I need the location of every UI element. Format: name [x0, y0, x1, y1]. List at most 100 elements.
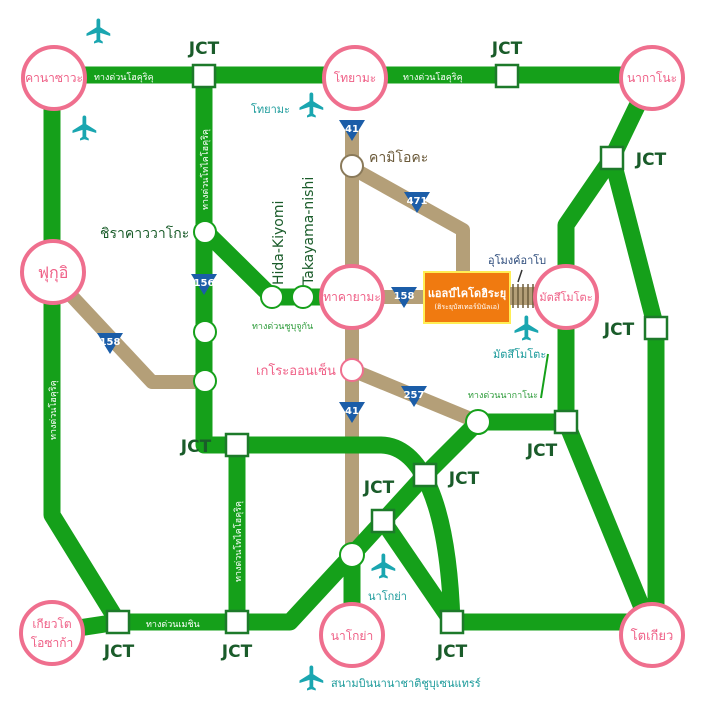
city-nagoya-label: นาโกย่า — [331, 629, 373, 643]
route-shields: 41 471 156 158 158 41 257 — [97, 120, 430, 423]
route-471-shield: 471 — [404, 192, 430, 213]
route-41-north-number: 41 — [345, 124, 359, 135]
nagoya-airport-icon — [371, 553, 396, 579]
route-158-west-shield: 158 — [97, 333, 123, 354]
city-matsumoto-label: มัตสึโมโตะ — [539, 290, 592, 304]
route-471-road — [348, 161, 470, 272]
jct-box-10[interactable] — [224, 609, 250, 635]
jct-box-6[interactable] — [224, 432, 250, 458]
jct-box-9[interactable] — [105, 609, 131, 635]
city-kanazawa[interactable]: คานาซาวะ — [21, 45, 87, 111]
airports: โทยามะ มัตสึโมโตะ นาโกย่า สนามบินนานาชาต… — [72, 18, 546, 691]
route-41-south-number: 41 — [345, 406, 359, 417]
hida-kiyomi-ic[interactable] — [260, 285, 284, 309]
route-41-north-shield: 41 — [339, 120, 365, 141]
hirayu-terminal-subtitle: (ฮิระยุบัสเทอร์มินัลเอ) — [434, 303, 500, 311]
city-nagano-label: นากาโนะ — [627, 71, 677, 85]
abo-tunnel: อุโมงค์อาโบ — [488, 253, 546, 308]
kamioka-ic[interactable] — [340, 154, 364, 178]
road-label-chubu-jukan: ทางด่วนชูบุจูกัน — [252, 322, 313, 332]
interchanges: คามิโอคะ ชิราคาววาโกะ Hida-Kiyomi Takaya… — [100, 149, 491, 568]
city-takayama-label: ทาคายามะ — [323, 290, 381, 304]
route-156-shield: 156 — [191, 274, 217, 295]
hirayu-terminal-title: แอลป์ไคโดฮิระยุ — [428, 286, 506, 301]
route-471-number: 471 — [407, 196, 428, 207]
city-osaka-label: โอซาก้า — [31, 636, 74, 650]
chubu-airport-icon — [299, 665, 324, 691]
jct-box-5[interactable] — [553, 409, 579, 435]
kamioka-label: คามิโอคะ — [369, 149, 428, 166]
jct-label-10: JCT — [221, 642, 253, 662]
jct-label-5: JCT — [526, 441, 558, 461]
road-label-hokuriku-east: ทางด่วนโฮคุริคุ — [403, 72, 463, 83]
city-nagano[interactable]: นากาโนะ — [619, 45, 685, 111]
city-toyama[interactable]: โทยามะ — [322, 45, 388, 111]
chuo-expressway — [558, 418, 660, 636]
shirakawago-label: ชิราคาววาโกะ — [100, 225, 189, 242]
hirayu-terminal-box[interactable] — [423, 271, 511, 324]
jct-box-8[interactable] — [370, 508, 396, 534]
jct-box-4[interactable] — [643, 315, 669, 341]
city-fukui[interactable]: ฟุกุอิ — [20, 239, 86, 305]
route-257-number: 257 — [404, 390, 425, 401]
abo-tunnel-hatch — [512, 284, 534, 308]
abo-tunnel-road — [510, 287, 538, 305]
toyama-airport-label: โทยามะ — [251, 102, 290, 116]
gujo-ic[interactable] — [193, 369, 217, 393]
route-156-number: 156 — [194, 278, 215, 289]
jct-label-7: JCT — [448, 469, 480, 489]
toyama-airport-icon — [299, 92, 324, 118]
hida-kiyomi-label: Hida-Kiyomi — [271, 201, 287, 285]
takayama-nishi-ic[interactable] — [291, 285, 315, 309]
matsumoto-airport-label: มัตสึโมโตะ — [493, 347, 546, 361]
road-label-nagano: ทางด่วนนากาโนะ — [468, 390, 538, 401]
route-158-west-road — [46, 270, 204, 389]
city-nagoya[interactable]: นาโกย่า — [319, 602, 385, 668]
jct-box-3[interactable] — [599, 145, 625, 171]
nagano-exp-leader — [540, 353, 549, 399]
nagano-ic[interactable] — [465, 409, 491, 435]
hirayu-terminal[interactable]: แอลป์ไคโดฮิระยุ (ฮิระยุบัสเทอร์มินัลเอ) — [423, 271, 511, 324]
south-link — [375, 516, 460, 627]
jct-box-11[interactable] — [439, 609, 465, 635]
route-158-west-number: 158 — [100, 337, 121, 348]
road-label-tokai-hokuriku-south: ทางด่วนโทไคโฮคุริคุ — [233, 501, 244, 582]
matsumoto-airport-icon — [514, 315, 539, 341]
jct-label-2: JCT — [491, 39, 523, 59]
jct-label-8: JCT — [363, 478, 395, 498]
city-fukui-label: ฟุกุอิ — [38, 263, 69, 283]
komatsu-airport-icon — [86, 18, 111, 44]
nagoya-airport-label: นาโกย่า — [368, 589, 407, 603]
road-label-hokuriku-west: ทางด่วนโฮคุริคุ — [94, 72, 154, 83]
city-takayama[interactable]: ทาคายามะ — [319, 264, 385, 330]
gero-onsen-ic[interactable] — [340, 358, 364, 382]
city-kyoto-osaka[interactable]: เกียวโต โอซาก้า — [19, 600, 85, 666]
route-158-east-shield: 158 — [391, 287, 417, 308]
gero-onsen-label: เกโระออนเซ็น — [256, 361, 336, 379]
chubu-airport-label: สนามบินนานาชาติชูบุเซนแทรร์ — [331, 677, 481, 690]
jct-label-9: JCT — [103, 642, 135, 662]
jct-label-11: JCT — [436, 642, 468, 662]
city-tokyo[interactable]: โตเกียว — [619, 602, 685, 668]
city-toyama-label: โทยามะ — [334, 71, 376, 85]
jct-box-2[interactable] — [494, 63, 520, 89]
cities: คานาซาวะ โทยามะ นากาโนะ ฟุกุอิ ทาคายามะ … — [19, 45, 685, 668]
route-257-shield: 257 — [401, 386, 427, 407]
road-label-meishin: ทางด่วนเมชิน — [146, 619, 200, 630]
city-matsumoto[interactable]: มัตสึโมโตะ — [533, 264, 599, 330]
nagoya-ic[interactable] — [339, 542, 365, 568]
abo-tunnel-label: อุโมงค์อาโบ — [488, 253, 546, 267]
hida-ic[interactable] — [193, 320, 217, 344]
city-kyoto-label: เกียวโต — [32, 617, 71, 631]
road-labels: ทางด่วนโฮคุริคุ ทางด่วนโฮคุริคุ ทางด่วนโ… — [48, 72, 538, 630]
meishin-expressway — [50, 549, 359, 641]
route-158-east-number: 158 — [394, 291, 415, 302]
jct-label-1: JCT — [188, 39, 220, 59]
jct-box-1[interactable] — [191, 63, 217, 89]
jct-box-7[interactable] — [412, 462, 438, 488]
jct-label-3: JCT — [635, 150, 667, 170]
road-label-tokai-hokuriku-north: ทางด่วนโทไคโฮคุริคุ — [200, 129, 211, 210]
takayama-nishi-label: Takayama-nishi — [301, 177, 317, 286]
shirakawago-ic[interactable] — [193, 220, 217, 244]
